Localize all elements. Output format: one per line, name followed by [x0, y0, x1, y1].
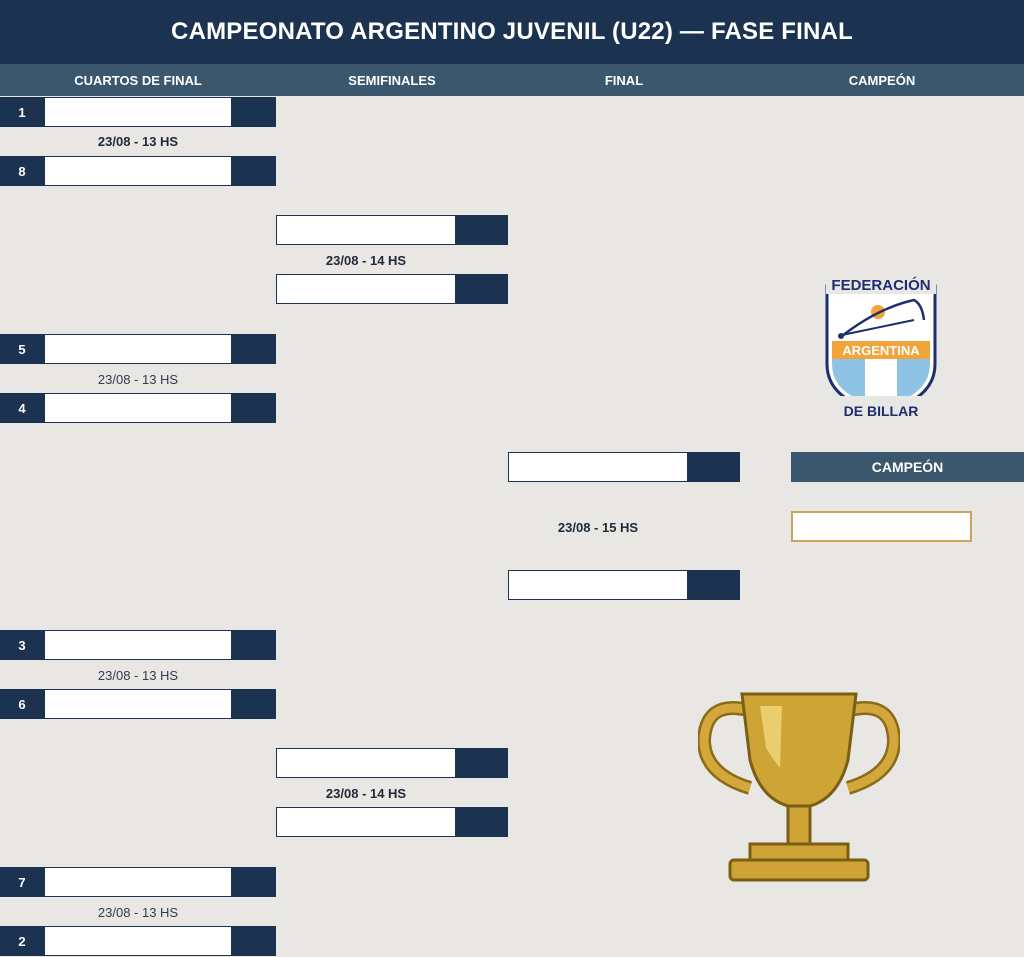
qf1-slot-a: 1 — [0, 97, 276, 127]
player-name-field[interactable] — [44, 156, 232, 186]
score-field[interactable] — [232, 156, 276, 186]
federation-logo: ARGENTINA FEDERACIÓN DE BILLAR — [825, 276, 937, 419]
score-field[interactable] — [232, 867, 276, 897]
score-field[interactable] — [232, 393, 276, 423]
score-field[interactable] — [456, 748, 508, 778]
seed-number: 7 — [0, 867, 44, 897]
seed-number: 4 — [0, 393, 44, 423]
player-name-field[interactable] — [44, 97, 232, 127]
qf3-schedule: 23/08 - 13 HS — [97, 668, 179, 683]
player-name-field[interactable] — [44, 926, 232, 956]
final-slot-a — [508, 452, 740, 482]
player-name-field[interactable] — [44, 393, 232, 423]
sf1-slot-a — [276, 215, 508, 245]
player-name-field[interactable] — [276, 274, 456, 304]
seed-number: 3 — [0, 630, 44, 660]
score-field[interactable] — [232, 630, 276, 660]
score-field[interactable] — [456, 274, 508, 304]
score-field[interactable] — [688, 570, 740, 600]
score-field[interactable] — [456, 807, 508, 837]
header-final: FINAL — [604, 72, 644, 88]
logo-top-text: FEDERACIÓN — [831, 276, 930, 294]
logo-bottom-text: DE BILLAR — [844, 403, 919, 419]
sf1-schedule: 23/08 - 14 HS — [325, 253, 407, 268]
qf3-slot-a: 3 — [0, 630, 276, 660]
player-name-field[interactable] — [44, 689, 232, 719]
player-name-field[interactable] — [276, 807, 456, 837]
sf2-slot-b — [276, 807, 508, 837]
seed-number: 1 — [0, 97, 44, 127]
score-field[interactable] — [232, 689, 276, 719]
final-slot-b — [508, 570, 740, 600]
champion-name-field[interactable] — [791, 511, 972, 542]
qf2-slot-a: 5 — [0, 334, 276, 364]
final-schedule: 23/08 - 15 HS — [557, 520, 639, 535]
score-field[interactable] — [456, 215, 508, 245]
player-name-field[interactable] — [44, 630, 232, 660]
player-name-field[interactable] — [276, 748, 456, 778]
score-field[interactable] — [232, 334, 276, 364]
player-name-field[interactable] — [44, 867, 232, 897]
header-semifinals: SEMIFINALES — [348, 72, 436, 88]
qf1-schedule: 23/08 - 13 HS — [97, 134, 179, 149]
sf2-slot-a — [276, 748, 508, 778]
score-field[interactable] — [232, 97, 276, 127]
sf2-schedule: 23/08 - 14 HS — [325, 786, 407, 801]
score-field[interactable] — [688, 452, 740, 482]
qf4-slot-b: 2 — [0, 926, 276, 956]
player-name-field[interactable] — [44, 334, 232, 364]
seed-number: 2 — [0, 926, 44, 956]
qf4-slot-a: 7 — [0, 867, 276, 897]
seed-number: 8 — [0, 156, 44, 186]
header-champion: CAMPEÓN — [848, 72, 916, 88]
player-name-field[interactable] — [276, 215, 456, 245]
score-field[interactable] — [232, 926, 276, 956]
seed-number: 5 — [0, 334, 44, 364]
trophy-icon — [698, 692, 900, 882]
player-name-field[interactable] — [508, 570, 688, 600]
qf1-slot-b: 8 — [0, 156, 276, 186]
round-header: CUARTOS DE FINAL SEMIFINALES FINAL CAMPE… — [0, 64, 1024, 96]
qf2-schedule: 23/08 - 13 HS — [97, 372, 179, 387]
seed-number: 6 — [0, 689, 44, 719]
logo-middle-text: ARGENTINA — [842, 343, 920, 358]
sf1-slot-b — [276, 274, 508, 304]
qf3-slot-b: 6 — [0, 689, 276, 719]
page-title: CAMPEONATO ARGENTINO JUVENIL (U22) — FAS… — [0, 0, 1024, 64]
qf2-slot-b: 4 — [0, 393, 276, 423]
player-name-field[interactable] — [508, 452, 688, 482]
qf4-schedule: 23/08 - 13 HS — [97, 905, 179, 920]
header-quarterfinals: CUARTOS DE FINAL — [74, 72, 202, 88]
champion-label: CAMPEÓN — [791, 452, 1024, 482]
